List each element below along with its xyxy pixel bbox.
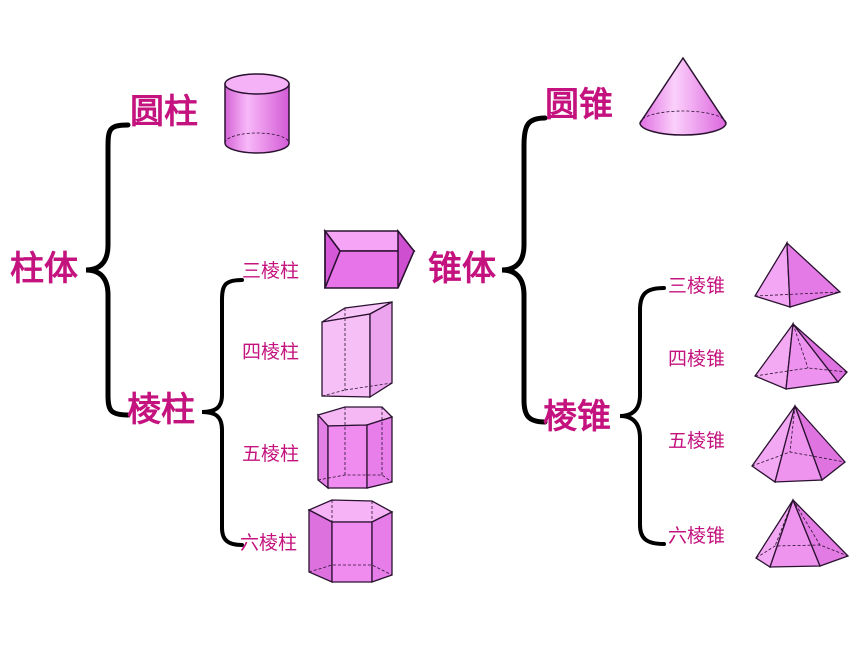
hexagonal-prism-label: 六棱柱 (240, 532, 298, 554)
cone-solid-icon (639, 56, 727, 136)
triangular-prism-icon (323, 228, 416, 289)
pyramid-label: 棱锥 (543, 397, 611, 437)
quadrangular-pyramid-icon (753, 321, 848, 390)
root-label-prism-group: 柱体 (10, 249, 78, 289)
pentagonal-pyramid-icon (751, 403, 846, 484)
root-label-pyramid-group: 锥体 (428, 249, 496, 289)
cylinder-solid-icon (224, 73, 290, 154)
cone-label: 圆锥 (545, 85, 613, 125)
pyramid-brace (619, 286, 666, 546)
pentagonal-prism-label: 五棱柱 (242, 443, 300, 465)
triangular-pyramid-icon (754, 240, 842, 308)
pentagonal-pyramid-label: 五棱锥 (668, 430, 726, 452)
quadrangular-prism-icon (321, 300, 393, 399)
triangular-pyramid-label: 三棱锥 (668, 275, 726, 297)
quadrangular-pyramid-label: 四棱锥 (668, 348, 726, 370)
quadrangular-prism-label: 四棱柱 (242, 341, 300, 363)
hexagonal-pyramid-label: 六棱锥 (668, 525, 726, 547)
cylinder-label: 圆柱 (130, 92, 198, 132)
pentagonal-prism-icon (316, 406, 394, 490)
prism-label: 棱柱 (127, 390, 195, 430)
hexagonal-pyramid-icon (755, 498, 850, 568)
prism-brace (201, 278, 244, 547)
root-brace-prism (85, 122, 131, 418)
triangular-prism-label: 三棱柱 (242, 260, 300, 282)
hexagonal-prism-icon (307, 499, 394, 583)
root-brace-pyramid (501, 115, 548, 425)
